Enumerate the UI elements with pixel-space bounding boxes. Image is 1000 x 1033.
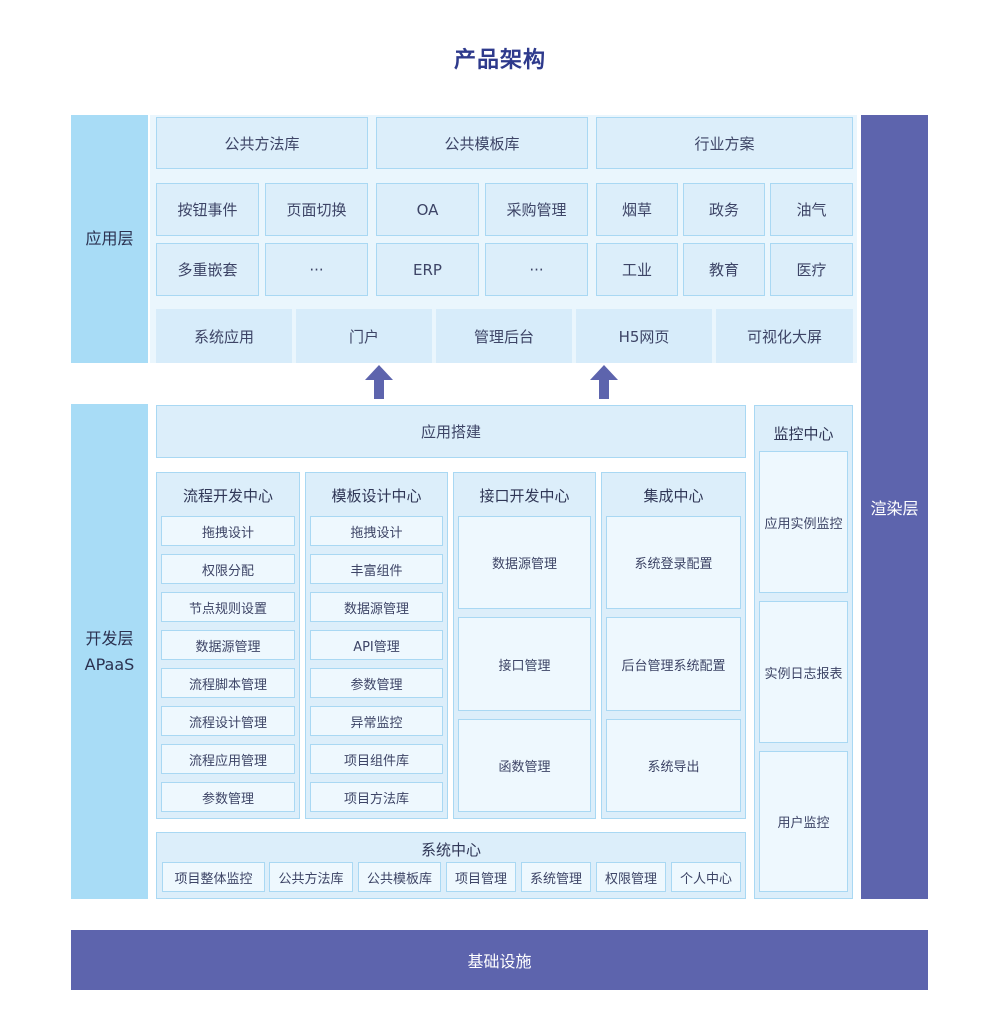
list-item: API管理: [310, 630, 443, 660]
industry-tobacco: 烟草: [596, 183, 678, 236]
list-item: 后台管理系统配置: [606, 617, 741, 711]
system-center-item: 公共方法库: [269, 862, 353, 892]
public-template-library: 公共模板库: [376, 117, 588, 169]
list-item: 参数管理: [310, 668, 443, 698]
list-item: 丰富组件: [310, 554, 443, 584]
list-item: 项目组件库: [310, 744, 443, 774]
system-center-item: 权限管理: [596, 862, 666, 892]
render-layer-text: 渲染层: [870, 499, 919, 518]
app-build: 应用搭建: [156, 405, 746, 458]
list-item: 数据源管理: [458, 516, 591, 609]
infrastructure-bar: 基础设施: [71, 930, 928, 990]
app-item-oa: OA: [376, 183, 479, 236]
app-item-procurement: 采购管理: [485, 183, 588, 236]
dev-layer-label: 开发层 APaaS: [71, 404, 148, 899]
dev-layer-label-line2: APaaS: [84, 654, 135, 674]
app-type-dashboard: 可视化大屏: [716, 309, 853, 363]
monitor-item: 实例日志报表: [759, 601, 848, 743]
app-layer-label: 应用层: [71, 115, 148, 363]
system-center-item: 公共模板库: [358, 862, 441, 892]
industry-medical: 医疗: [770, 243, 853, 296]
monitor-item: 应用实例监控: [759, 451, 848, 593]
list-item: 异常监控: [310, 706, 443, 736]
system-center-item: 个人中心: [671, 862, 741, 892]
system-center-item: 项目管理: [446, 862, 516, 892]
list-item: 项目方法库: [310, 782, 443, 812]
app-item-erp: ERP: [376, 243, 479, 296]
app-type-h5: H5网页: [576, 309, 712, 363]
list-item: 系统导出: [606, 719, 741, 812]
industry-oil-gas: 油气: [770, 183, 853, 236]
render-layer: 渲染层: [861, 115, 928, 899]
app-item-page-switch: 页面切换: [265, 183, 368, 236]
app-item-ellipsis: ···: [265, 243, 368, 296]
app-layer-label-text: 应用层: [85, 229, 134, 248]
list-item: 拖拽设计: [161, 516, 295, 546]
industry-industrial: 工业: [596, 243, 678, 296]
list-item: 权限分配: [161, 554, 295, 584]
industry-solutions: 行业方案: [596, 117, 853, 169]
list-item: 系统登录配置: [606, 516, 741, 609]
app-type-admin: 管理后台: [436, 309, 572, 363]
list-item: 接口管理: [458, 617, 591, 711]
monitor-item: 用户监控: [759, 751, 848, 892]
arrow-up-icon: [590, 365, 618, 399]
list-item: 拖拽设计: [310, 516, 443, 546]
list-item: 流程应用管理: [161, 744, 295, 774]
system-center-title: 系统中心: [420, 841, 481, 859]
list-item: 参数管理: [161, 782, 295, 812]
system-center-item: 系统管理: [521, 862, 591, 892]
industry-government: 政务: [683, 183, 765, 236]
center-title: 集成中心: [643, 487, 704, 505]
list-item: 数据源管理: [310, 592, 443, 622]
app-item-button-events: 按钮事件: [156, 183, 259, 236]
infrastructure-text: 基础设施: [467, 952, 532, 971]
center-title: 模板设计中心: [331, 487, 422, 505]
industry-education: 教育: [683, 243, 765, 296]
app-item-ellipsis-2: ···: [485, 243, 588, 296]
list-item: 流程设计管理: [161, 706, 295, 736]
arrow-up-icon: [365, 365, 393, 399]
center-title: 流程开发中心: [182, 487, 273, 505]
app-type-portal: 门户: [296, 309, 432, 363]
page-title: 产品架构: [453, 48, 546, 73]
app-type-system: 系统应用: [156, 309, 292, 363]
list-item: 节点规则设置: [161, 592, 295, 622]
center-title: 接口开发中心: [479, 487, 570, 505]
dev-layer-label-line1: 开发层: [85, 628, 134, 648]
system-center-item: 项目整体监控: [162, 862, 265, 892]
public-method-library: 公共方法库: [156, 117, 368, 169]
monitor-center-title: 监控中心: [773, 425, 834, 443]
app-item-nesting: 多重嵌套: [156, 243, 259, 296]
list-item: 数据源管理: [161, 630, 295, 660]
list-item: 函数管理: [458, 719, 591, 812]
list-item: 流程脚本管理: [161, 668, 295, 698]
